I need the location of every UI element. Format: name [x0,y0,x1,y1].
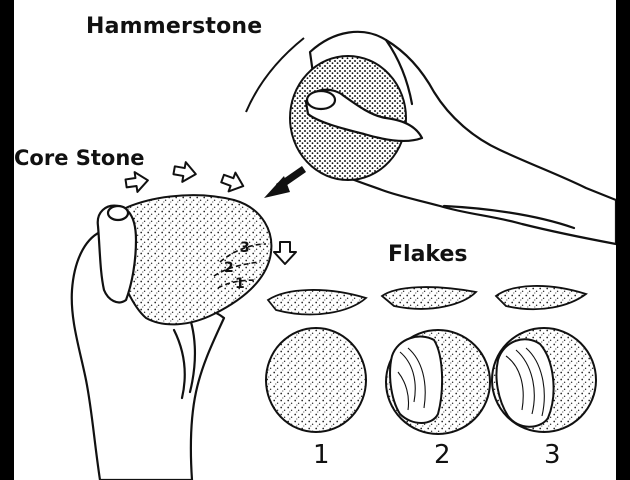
knapping-illustration [14,0,616,480]
flake-2 [382,287,476,309]
hammerstone-label: Hammerstone [86,14,262,39]
step-number-3: 3 [544,440,561,470]
removal-sequence-1: 1 [235,276,245,292]
core-step-2 [386,330,490,434]
illustration-panel: Hammerstone Core Stone Flakes 3 2 1 1 2 … [14,0,616,480]
core-stone-label: Core Stone [14,146,145,170]
removal-sequence-2: 2 [224,260,234,276]
core-stone [114,195,271,324]
step-number-2: 2 [434,440,451,470]
core-step-1 [266,328,366,432]
left-thumb [98,206,136,303]
step-number-1: 1 [313,440,330,470]
flake-1 [268,290,366,315]
removal-sequence-3: 3 [240,240,250,256]
flake-3 [496,286,586,309]
core-step-3 [492,328,596,432]
strike-arrow-icon [264,166,306,198]
flakes-label: Flakes [388,242,467,267]
